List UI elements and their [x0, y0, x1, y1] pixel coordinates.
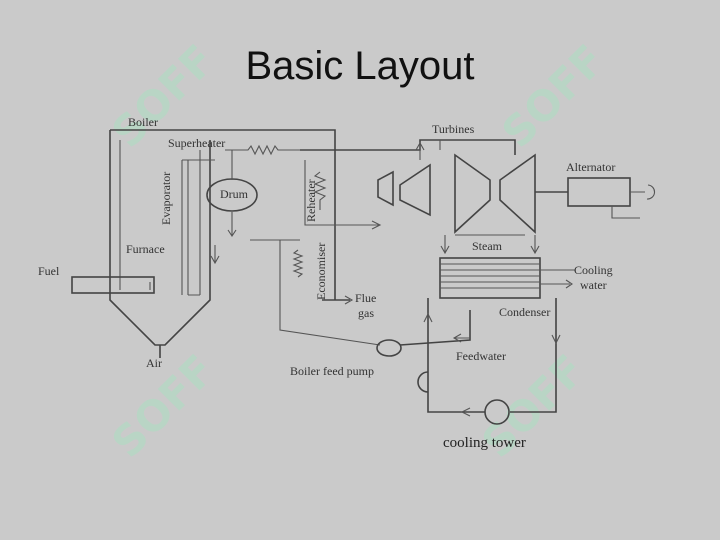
evaporator-tubes [181, 159, 215, 296]
steam-up-arrow [415, 141, 425, 160]
steam-arrow-left [440, 235, 450, 255]
cooling-water-label-1: Cooling [574, 263, 613, 277]
cooling-tower-label: cooling tower [443, 435, 526, 451]
boiler-furnace-outline [109, 130, 211, 346]
steam-label: Steam [472, 239, 503, 253]
drum-label: Drum [220, 187, 249, 201]
feedwater-line [399, 310, 471, 346]
superheater-coil [225, 144, 300, 156]
drum-downcomer [227, 212, 237, 237]
ip-turbine [399, 163, 431, 217]
alternator-label: Alternator [566, 160, 615, 174]
cooling-water-label-2: water [580, 278, 607, 292]
cooling-water-loop [427, 298, 557, 413]
flue-gas-label-1: Flue [355, 291, 376, 305]
flue-gas-label-2: gas [358, 306, 374, 320]
reheater-coil [313, 171, 327, 210]
superheater-label: Superheater [168, 136, 225, 150]
loop-down-arrow [551, 334, 561, 345]
cooling-pump [417, 371, 429, 393]
boiler-feed-pump [376, 339, 402, 357]
loop-up-arrow [423, 312, 433, 323]
evaporator-label: Evaporator [159, 172, 173, 225]
reheater-label: Reheater [304, 179, 318, 222]
boiler-casing-top [110, 129, 336, 300]
flue-gas-arrow [344, 295, 354, 305]
feedwater-arrow [452, 333, 470, 343]
furnace-label: Furnace [126, 242, 165, 256]
loop-left-arrow [460, 407, 471, 417]
boiler-inner-wall [119, 140, 201, 295]
reheat-arrow [371, 220, 382, 230]
steam-arrow-right [530, 235, 540, 255]
alternator-base [611, 206, 640, 219]
turbines-label: Turbines [432, 122, 475, 136]
slide-title: Basic Layout [245, 44, 475, 88]
boiler-feed-pump-label: Boiler feed pump [290, 364, 374, 378]
condenser-tubes [440, 263, 540, 289]
alternator-output [630, 184, 656, 200]
reheat-return-line [304, 160, 380, 226]
fuel-burner [71, 276, 155, 294]
lp-turbine-left [454, 153, 491, 234]
economiser-coil [292, 249, 304, 278]
feedwater-label: Feedwater [456, 349, 506, 363]
economiser-label: Economiser [314, 243, 328, 300]
lp-turbine-right [499, 153, 536, 234]
boiler-label: Boiler [128, 115, 158, 129]
watermark-3: SOFF [102, 345, 224, 467]
condenser [439, 257, 541, 299]
main-steam-line [300, 139, 516, 155]
alternator [567, 177, 631, 207]
air-label: Air [146, 356, 162, 370]
cooling-tower-pump [484, 399, 510, 425]
evaporator-arrow [210, 245, 220, 265]
watermark-group: SOFF SOFF SOFF SOFF [102, 35, 614, 467]
condenser-label: Condenser [499, 305, 550, 319]
fuel-label: Fuel [38, 264, 60, 278]
feedwater-line-boiler [279, 240, 381, 346]
cooling-water-lines [540, 269, 575, 289]
hp-turbine [377, 170, 394, 207]
